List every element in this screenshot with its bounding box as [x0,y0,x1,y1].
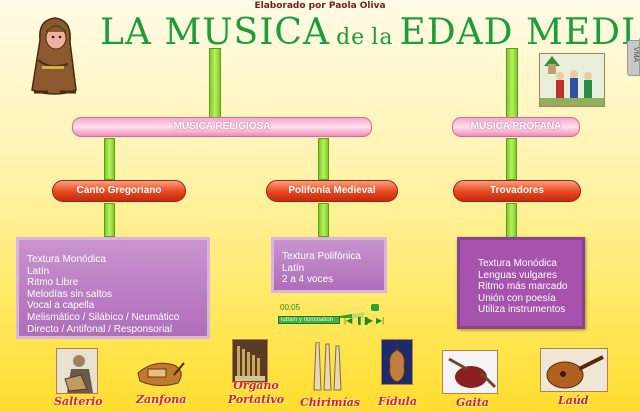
instrument-laud[interactable]: Laúd [538,348,610,411]
instrument-chirimias[interactable]: Chirimías [296,341,362,411]
title-de: de [336,25,366,50]
box-gregoriano-line: Melismático / Silábico / Neumático [27,311,180,323]
instrument-salterio[interactable]: Salterio [52,348,103,410]
box-gregoriano-line: Textura Monódica [27,254,106,265]
box-gregoriano: Textura Monódica Latín Ritmo Libre Melod… [16,237,210,339]
instrument-laud-label: Laúd [558,394,589,407]
category-profana[interactable]: MUSICA PROFANA [452,117,580,137]
page-title: LA MUSICA de la EDAD MEDIA [100,12,640,53]
box-trovadores-line: Lenguas vulgares [478,269,557,281]
play-icon[interactable]: ▶ [367,316,374,325]
instrument-chirimias-label: Chirimías [300,396,361,409]
box-gregoriano-line: Latín [27,265,50,277]
author-credit: Elaborado por Paola Oliva [254,1,386,11]
instrument-gaita[interactable]: Gaita [440,350,502,411]
side-tab[interactable]: VMA [627,40,640,76]
skip-back-icon[interactable]: |◀ [344,316,353,325]
stem-religiosa-right [318,138,329,180]
title-part1: LA MUSICA [100,12,330,53]
subcategory-trovadores[interactable]: Trovadores [453,180,581,202]
stem-religiosa-left [104,138,115,180]
subcategory-polifonia-label: Polifonía Medieval [288,185,376,196]
player-track-text: lutfam y nomination [281,317,334,323]
box-gregoriano-line: Ritmo Libre [27,277,79,289]
category-religiosa[interactable]: MUSICA RELIGIOSA [72,117,372,137]
category-religiosa-label: MUSICA RELIGIOSA [173,121,271,132]
stem-trovadores [506,203,517,239]
troubadours-image [539,53,605,107]
player-time: 00:05 [280,303,301,312]
title-part2: EDAD MEDIA [399,12,640,53]
fidula-image [381,339,413,385]
subcategory-gregoriano-label: Canto Gregoriano [76,185,162,196]
box-trovadores: Textura Monódica Lenguas vulgares Ritmo … [457,237,585,329]
box-polifonia: Textura Polifónica Latín 2 a 4 voces [271,237,387,293]
laud-image [540,348,608,392]
player-track-label: lutfam y nomination [278,316,340,324]
box-polifonia-line: Textura Polifónica [282,251,361,262]
stem-profana [506,138,517,180]
box-trovadores-line: Utiliza instrumentos [478,304,566,316]
box-trovadores-line: Ritmo más marcado [478,281,568,293]
title-la: la [371,25,394,50]
subcategory-gregoriano[interactable]: Canto Gregoriano [52,180,186,202]
audio-player: 00:05 lutfam y nomination |◀ ❚❚ ▶ ▶| [278,303,390,329]
instrument-zanfona-label: Zanfona [136,393,187,406]
zanfona-image [134,355,186,389]
instrument-fidula-label: Fídula [378,395,417,408]
box-gregoriano-line: Melodías sin saltos [27,288,113,300]
box-gregoriano-line: Directo / Antifonal / Responsorial [27,323,173,335]
skip-forward-icon[interactable]: ▶| [376,316,385,325]
organo-image [232,339,268,383]
instrument-salterio-label: Salterio [54,395,103,408]
instrument-gaita-label: Gaita [456,396,489,409]
stem-title-right [506,48,518,118]
stem-gregoriano [104,203,115,237]
player-volume[interactable] [328,305,364,318]
category-profana-label: MUSICA PROFANA [470,121,562,132]
instrument-zanfona[interactable]: Zanfona [130,355,190,411]
box-polifonia-line: Latín [282,262,305,274]
gaita-image [442,350,498,394]
stem-polifonia [318,203,329,237]
monk-image [20,10,90,98]
box-polifonia-line: 2 a 4 voces [282,274,334,286]
side-tab-label: VMA [632,47,639,63]
subcategory-trovadores-label: Trovadores [490,185,544,196]
salterio-image [56,348,98,394]
instrument-fidula[interactable]: Fídula [372,339,422,411]
box-gregoriano-line: Vocal a capella [27,300,95,312]
instrument-organo-text: Organo Portativo [227,379,285,406]
instrument-organo[interactable]: Organo Portativo [226,339,288,411]
pause-icon[interactable]: ❚❚ [356,316,370,325]
subcategory-polifonia[interactable]: Polifonía Medieval [266,180,398,202]
instrument-organo-label: Organo Portativo [226,379,286,407]
chirimias-image [308,341,348,392]
player-controls: |◀ ❚❚ ▶ ▶| [344,316,388,325]
stem-title-left [209,48,221,118]
volume-knob[interactable] [371,304,379,311]
box-trovadores-line: Textura Monódica [478,258,557,269]
box-trovadores-line: Unión con poesía [478,292,556,304]
